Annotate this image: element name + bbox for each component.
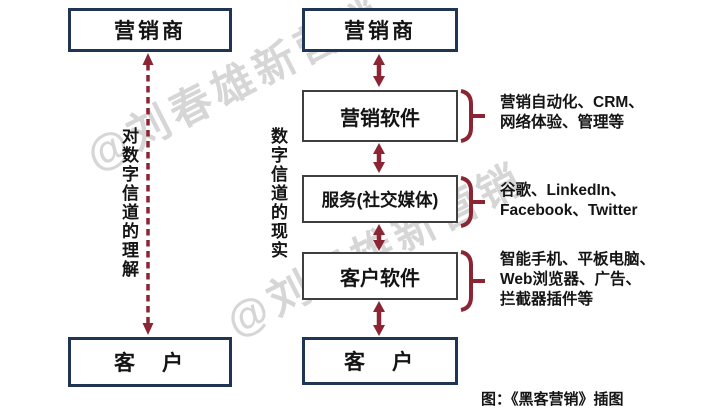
annotation-line: Facebook、Twitter [500, 202, 638, 219]
annotation-line: 网络体验、管理等 [500, 114, 625, 131]
annotation-line: 拦截器插件等 [500, 291, 594, 308]
figure-caption: 图：《黑客营销》插图 [481, 391, 624, 408]
double-arrow-icon [373, 224, 385, 251]
marketer-box-left: 营销商 [68, 8, 232, 52]
dashed-double-arrow-icon [142, 53, 154, 335]
customer-software-box: 客户软件 [302, 252, 458, 300]
double-arrow-icon [373, 301, 385, 336]
marketer-box-right: 营销商 [302, 8, 458, 52]
customer-box-left: 客 户 [68, 337, 232, 387]
marketing-software-box: 营销软件 [302, 90, 458, 142]
reality-label: 数字信道的现实 [268, 127, 287, 260]
social-media-services-box: 服务(社交媒体) [302, 175, 458, 223]
annotation-line: 谷歌、LinkedIn、 [500, 182, 626, 199]
annotation-line: 智能手机、平板电脑、 [500, 251, 656, 268]
understanding-label: 对数字信道的理解 [119, 127, 138, 279]
bracket-icon [460, 176, 485, 228]
double-arrow-icon [373, 143, 385, 173]
bracket-icon [460, 250, 485, 312]
annotation-marketing-tools: 营销自动化、CRM、 网络体验、管理等 [500, 93, 644, 133]
annotation-line: 营销自动化、CRM、 [500, 94, 644, 111]
customer-box-right: 客 户 [302, 337, 458, 385]
annotation-platforms: 谷歌、LinkedIn、 Facebook、Twitter [500, 181, 638, 221]
bracket-icon [460, 89, 485, 143]
double-arrow-icon [373, 54, 385, 87]
annotation-line: Web浏览器、广告、 [500, 271, 641, 288]
annotation-client-devices: 智能手机、平板电脑、 Web浏览器、广告、 拦截器插件等 [500, 250, 655, 310]
